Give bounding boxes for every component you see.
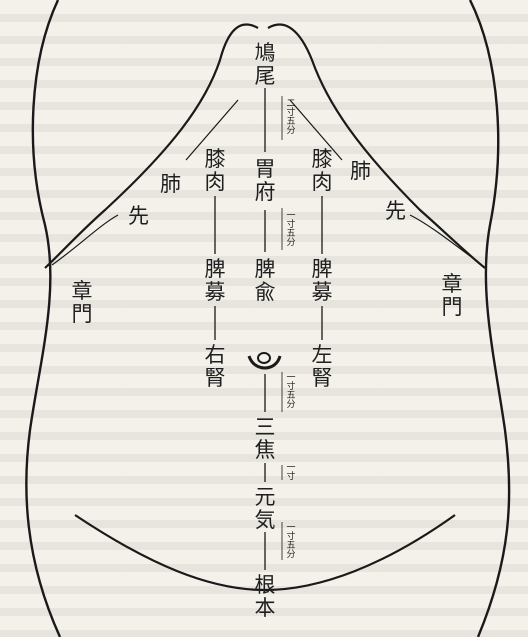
torso-outline-left	[26, 0, 60, 637]
label-hibo-left: 脾募	[203, 258, 227, 304]
measure-3: 一寸五分	[286, 374, 296, 410]
rib-cage-right	[268, 25, 485, 268]
label-konpon: 根本	[253, 574, 277, 620]
label-shomon-left: 章門	[70, 280, 94, 326]
label-kyubi: 鳩尾	[253, 42, 277, 88]
label-saki-left: 先	[128, 205, 149, 228]
label-hibo-right: 脾募	[310, 258, 334, 304]
navel-inner	[258, 353, 270, 363]
line-saki-right	[410, 215, 478, 262]
label-ifu: 胃府	[253, 158, 277, 204]
label-kidney-left: 左腎	[310, 344, 334, 390]
label-genki: 元気	[253, 486, 277, 532]
label-sankou: 三焦	[253, 416, 277, 462]
label-koni-left: 膝肉	[203, 148, 227, 194]
measure-2: 一寸五分	[286, 212, 296, 248]
measure-4: 一寸	[286, 464, 296, 482]
label-saki-right: 先	[385, 200, 406, 223]
label-hai-right: 肺	[350, 160, 371, 183]
measure-1: 二寸五分	[286, 100, 296, 136]
rib-cage-left	[45, 25, 258, 268]
label-hai-left: 肺	[160, 173, 181, 196]
line-saki-left	[52, 215, 118, 265]
torso-outline-right	[470, 0, 509, 637]
label-hiyu: 脾兪	[253, 258, 277, 304]
label-koni-right: 膝肉	[310, 148, 334, 194]
measure-5: 一寸五分	[286, 524, 296, 560]
label-shomon-right: 章門	[440, 273, 464, 319]
label-kidney-right: 右腎	[203, 344, 227, 390]
